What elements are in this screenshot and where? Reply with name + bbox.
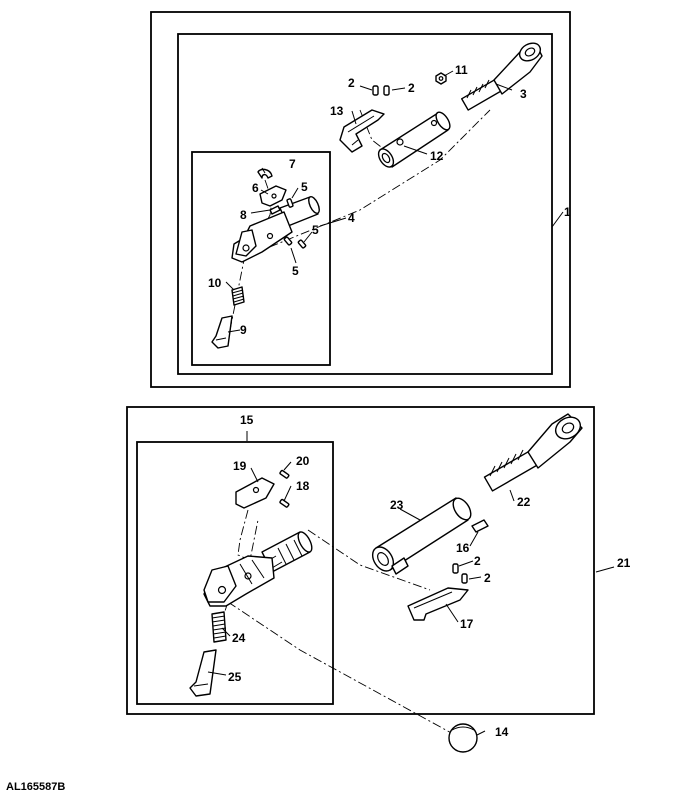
callout-11: 11: [455, 63, 468, 77]
callout-9: 9: [240, 323, 247, 337]
lower-hook-assembly: [203, 531, 313, 607]
lower-spring: [211, 611, 227, 643]
callout-7: 7: [289, 157, 296, 171]
lower-eye-end: [483, 413, 583, 492]
callout-12: 12: [430, 149, 444, 163]
callout-18: 18: [296, 479, 310, 493]
lower-assembly: [126, 406, 595, 736]
callout-20: 20: [296, 454, 310, 468]
lower-grease-fitting: [471, 519, 489, 533]
callout-8: 8: [240, 208, 247, 222]
callout-19: 19: [233, 459, 247, 473]
lower-hook-frame: [136, 441, 334, 705]
callout-labels: 1 2 2 3 4 5 5 5 6 7 8 9 10 11 12 13 14 1…: [208, 63, 631, 739]
callout-5: 5: [292, 264, 299, 278]
callout-22: 22: [517, 495, 531, 509]
callout-2: 2: [408, 81, 415, 95]
callout-4: 4: [348, 211, 355, 225]
lower-ball-line: [227, 601, 456, 736]
upper-hook-assembly: [231, 195, 320, 263]
upper-spring: [231, 286, 245, 306]
callout-6: 6: [252, 181, 259, 195]
lower-outer-frame: [126, 406, 595, 715]
callout-2: 2: [348, 76, 355, 90]
callout-15: 15: [240, 413, 254, 427]
lower-tube: [371, 497, 472, 575]
callout-5: 5: [312, 223, 319, 237]
upper-centerline: [237, 109, 491, 261]
callout-16: 16: [456, 541, 470, 555]
upper-retainer-clip: [339, 109, 385, 153]
callout-2: 2: [484, 571, 491, 585]
lower-latch-line: [237, 509, 259, 561]
callout-3: 3: [520, 87, 527, 101]
callout-23: 23: [390, 498, 404, 512]
callout-21: 21: [617, 556, 631, 570]
leader-lines: [207, 70, 615, 736]
callout-5: 5: [301, 180, 308, 194]
upper-assembly: [150, 11, 571, 388]
callout-13: 13: [330, 104, 344, 118]
ball-part: [448, 723, 478, 753]
callout-2: 2: [474, 554, 481, 568]
callout-10: 10: [208, 276, 222, 290]
upper-spring-clip: [257, 168, 273, 179]
upper-tube: [377, 111, 451, 168]
lower-centerline: [307, 529, 431, 591]
callout-25: 25: [228, 670, 242, 684]
upper-outer-frame: [150, 11, 571, 388]
figure-id: AL165587B: [6, 781, 65, 793]
callout-1: 1: [564, 205, 571, 219]
upper-inner-frame: [177, 33, 553, 375]
lower-latch: [235, 477, 275, 509]
upper-eye-end: [460, 42, 543, 111]
lower-lever: [189, 649, 217, 697]
callout-17: 17: [460, 617, 474, 631]
callout-14: 14: [495, 725, 509, 739]
upper-hook-frame: [191, 151, 331, 366]
lower-retainer-clip: [407, 587, 469, 621]
callout-24: 24: [232, 631, 246, 645]
